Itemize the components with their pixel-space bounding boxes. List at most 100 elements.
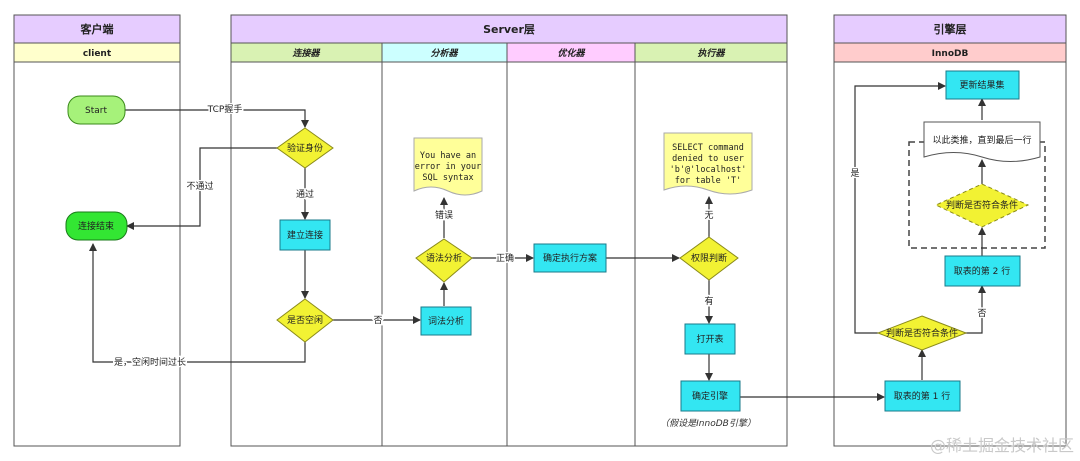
node-lexical[interactable]: 词法分析	[420, 306, 472, 336]
judge1-label: 判断是否符合条件	[886, 327, 958, 339]
lane-client-sub: client	[83, 49, 112, 59]
lane-server-title: Server层	[483, 23, 535, 36]
idle-decision[interactable]	[276, 298, 334, 343]
end-label: 连接结束	[78, 220, 114, 232]
syntax-decision[interactable]	[415, 238, 473, 283]
end-terminal[interactable]	[65, 211, 128, 241]
judge2-decision[interactable]	[934, 183, 1030, 228]
node-start[interactable]: Start	[67, 95, 126, 125]
start-label: Start	[85, 106, 107, 116]
lane-client-header	[13, 14, 181, 44]
repeat-document	[923, 121, 1041, 162]
node-perm[interactable]: 权限判断	[679, 236, 739, 281]
node-judge1[interactable]: 判断是否符合条件	[876, 315, 968, 351]
syntax-error-line-3: SQL syntax	[422, 173, 473, 183]
edge-timeout	[89, 243, 306, 363]
denied-note	[663, 132, 753, 195]
second-row-process[interactable]	[944, 255, 1021, 287]
node-syntax-error: You have an error in your SQL syntax	[413, 137, 483, 196]
auth-decision[interactable]	[276, 127, 334, 169]
lane-server: Server层 连接器 分析器 优化器 执行器	[230, 14, 788, 447]
node-plan[interactable]: 确定执行方案	[533, 243, 607, 273]
edge-no-idle-label: 否	[373, 315, 382, 326]
node-end[interactable]: 连接结束	[65, 211, 128, 241]
perm-decision[interactable]	[679, 236, 739, 281]
node-auth[interactable]: 验证身份	[276, 127, 334, 169]
connect-process[interactable]	[279, 219, 331, 251]
open-table-process[interactable]	[684, 323, 736, 355]
judge1-decision[interactable]	[876, 315, 968, 351]
edge-no-label: 否	[977, 308, 986, 319]
engine-pick-process[interactable]	[680, 380, 741, 412]
denied-line-3: 'b'@'localhost'	[670, 165, 747, 175]
update-result-process[interactable]	[945, 70, 1020, 100]
lane-server-header	[230, 14, 788, 44]
edge-has-label: 有	[704, 295, 713, 307]
loop-container	[908, 141, 1046, 249]
edge-pass-label: 通过	[296, 188, 314, 200]
edge-yes	[854, 82, 946, 334]
lexical-process[interactable]	[420, 306, 472, 336]
lane-engine-body	[833, 61, 1067, 447]
lane-client-title: 客户端	[80, 22, 114, 36]
syntax-error-line-1: You have an	[420, 151, 476, 161]
edge-timeout-label: 是，空闲时间过长	[114, 356, 186, 368]
node-repeat: 以此类推，直到最后一行	[923, 121, 1041, 162]
engine-pick-label: 确定引擎	[692, 390, 728, 402]
first-row-process[interactable]	[884, 380, 961, 412]
edge-tcp	[125, 109, 309, 128]
col-analyzer-title: 分析器	[430, 48, 458, 59]
lane-engine-title: 引擎层	[934, 22, 967, 36]
node-open-table[interactable]: 打开表	[684, 323, 736, 355]
col-executor-title: 执行器	[697, 48, 725, 59]
judge2-label: 判断是否符合条件	[946, 199, 1018, 211]
node-denied: SELECT command denied to user 'b'@'local…	[663, 132, 753, 195]
first-row-label: 取表的第 1 行	[894, 390, 950, 402]
col-connector-body	[230, 61, 383, 447]
connect-label: 建立连接	[287, 229, 323, 241]
node-judge2[interactable]: 判断是否符合条件	[934, 183, 1030, 228]
node-second-row[interactable]: 取表的第 2 行	[944, 255, 1021, 287]
plan-process[interactable]	[533, 243, 607, 273]
update-result-label: 更新结果集	[959, 79, 1004, 91]
node-first-row[interactable]: 取表的第 1 行	[884, 380, 961, 412]
open-table-label: 打开表	[696, 333, 723, 345]
edge-none-label: 无	[704, 210, 713, 221]
node-connect[interactable]: 建立连接	[279, 219, 331, 251]
lane-client-body	[13, 61, 181, 447]
auth-label: 验证身份	[287, 142, 323, 154]
edge-error-label: 错误	[435, 209, 453, 221]
col-connector-title: 连接器	[292, 48, 320, 59]
edges: TCP握手 不通过 通过 否 是，空闲时间过长 错误 正确 无 有	[89, 82, 988, 401]
watermark: @稀土掘金技术社区	[930, 436, 1074, 455]
edge-fail	[126, 147, 278, 230]
lane-engine-sub: InnoDB	[932, 49, 969, 59]
denied-line-4: for table 'T'	[675, 176, 742, 186]
second-row-label: 取表的第 2 行	[954, 265, 1010, 277]
repeat-label: 以此类推，直到最后一行	[932, 134, 1031, 146]
syntax-error-note	[413, 137, 483, 196]
engine-note: （假设是InnoDB引擎）	[660, 418, 756, 429]
node-idle[interactable]: 是否空闲	[276, 298, 334, 343]
plan-label: 确定执行方案	[543, 252, 597, 264]
start-terminal[interactable]	[67, 95, 126, 125]
node-syntax[interactable]: 语法分析	[415, 238, 473, 283]
col-executor-body	[634, 61, 788, 447]
denied-line-2: denied to user	[672, 154, 744, 164]
node-update-result[interactable]: 更新结果集	[945, 70, 1020, 100]
edge-no	[965, 285, 986, 334]
syntax-error-line-2: error in your	[415, 162, 482, 172]
col-optimizer-title: 优化器	[557, 48, 585, 59]
lane-client: 客户端 client	[13, 14, 181, 447]
lexical-label: 词法分析	[428, 315, 464, 327]
syntax-label: 语法分析	[426, 252, 462, 264]
denied-line-1: SELECT command	[672, 143, 744, 153]
node-engine-pick[interactable]: 确定引擎	[680, 380, 741, 412]
perm-label: 权限判断	[691, 252, 727, 264]
idle-label: 是否空闲	[287, 314, 323, 326]
lane-engine-header	[833, 14, 1067, 44]
edge-yes-label: 是	[850, 168, 859, 179]
edge-correct-label: 正确	[496, 252, 514, 264]
edge-fail-label: 不通过	[186, 180, 213, 192]
